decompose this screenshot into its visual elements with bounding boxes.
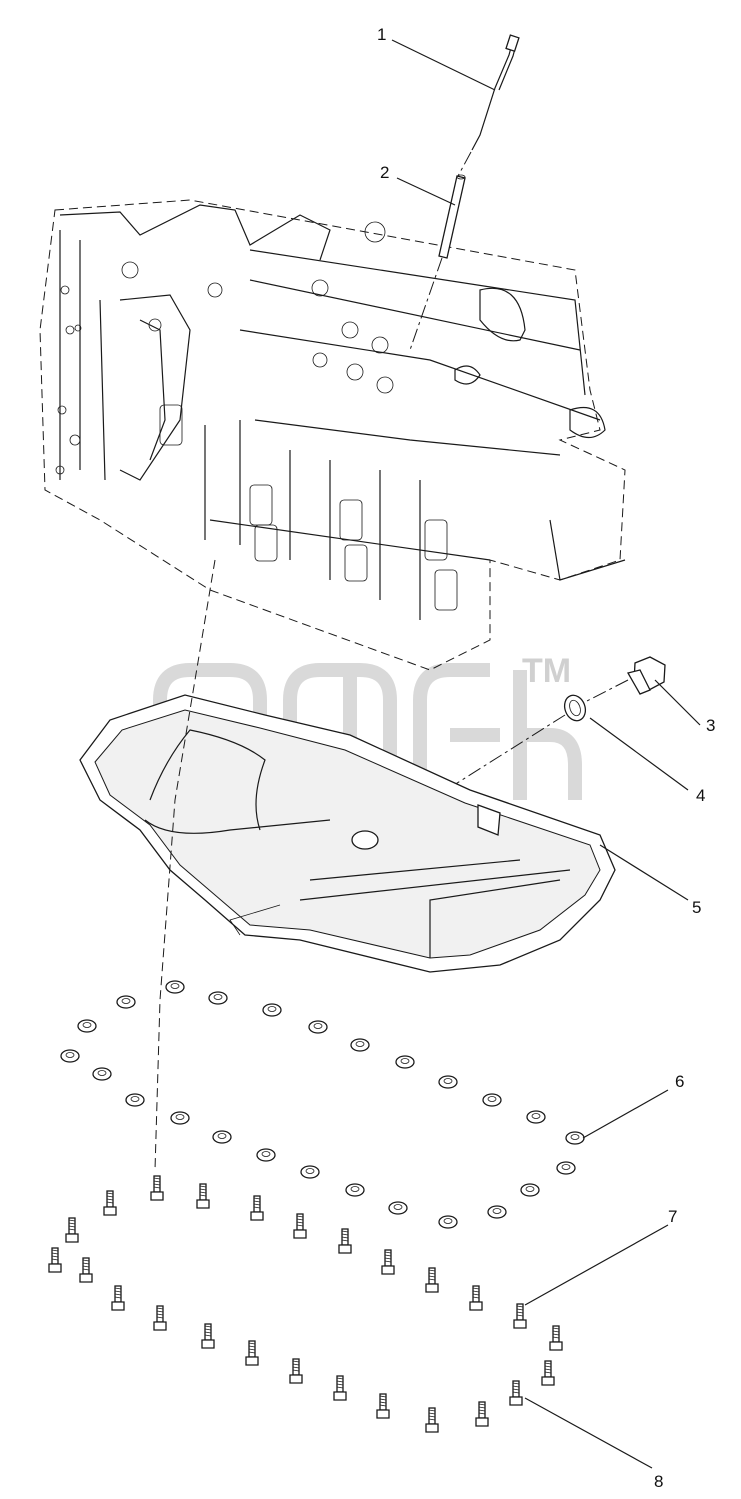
washer-icon [60,1049,80,1063]
callout-8: 8 [654,1472,663,1491]
bolt-icon [289,1358,303,1384]
washer-icon [262,1003,282,1017]
washer-icon [350,1038,370,1052]
washer-icon [438,1215,458,1229]
watermark-tm: TM [522,652,571,690]
callout-1: 1 [377,25,386,44]
washer-icon [487,1205,507,1219]
washer-icon [92,1067,112,1081]
washer-icon [170,1111,190,1125]
bolt-icon [469,1285,483,1311]
bolt-icon [549,1325,563,1351]
bolt-icon [376,1393,390,1419]
bolt-icon [150,1175,164,1201]
sealing-washer [563,694,587,722]
bolt-icon [338,1228,352,1254]
bolt-icon [541,1360,555,1386]
washer-icon [308,1020,328,1034]
washer-icon [125,1093,145,1107]
oil-pan [79,694,616,973]
washer-icon [565,1131,585,1145]
callout-3: 3 [706,716,715,735]
callout-2: 2 [380,163,389,182]
bolt-icon [153,1305,167,1331]
callout-5: 5 [692,898,701,917]
bolt-icon [201,1323,215,1349]
bolt-icon [79,1257,93,1283]
bolt-icon [381,1249,395,1275]
bolt-icon [425,1267,439,1293]
dipstick-tube [438,174,466,259]
bolt-icon [333,1375,347,1401]
callout-6: 6 [675,1072,684,1091]
washer-icon [438,1075,458,1089]
washer-icon [212,1130,232,1144]
washer-icon [556,1161,576,1175]
leader-3 [654,679,701,726]
callout-7: 7 [668,1207,677,1226]
engine-block [39,199,626,671]
washer-icon [77,1019,97,1033]
leader-5 [599,844,689,901]
washer-icon [482,1093,502,1107]
washer-icon [526,1110,546,1124]
washer-icon [395,1055,415,1069]
bolt-icon [48,1247,62,1273]
bolt-icon [196,1183,210,1209]
drain-plug [627,656,666,695]
washer-icon [116,995,136,1009]
bolt-icon [65,1217,79,1243]
alignment-line [154,559,216,1171]
washer-icon [388,1201,408,1215]
drain-centerline [369,679,629,839]
leader-4 [589,717,689,791]
dipstick [471,34,520,151]
washer-icon [208,991,228,1005]
bolt-icon [250,1195,264,1221]
leader-8 [524,1397,653,1469]
bolt-icon [103,1190,117,1216]
washer-icon [256,1148,276,1162]
bolt-icon [245,1340,259,1366]
bolt-icon [475,1401,489,1427]
washer-icon [300,1165,320,1179]
washer-icon [165,980,185,994]
leader-2 [396,177,456,206]
callout-4: 4 [696,786,705,805]
bolt-icon [509,1380,523,1406]
watermark-logo: TM [153,652,582,800]
dipstick-centerline [409,151,472,351]
washer-icon [345,1183,365,1197]
leader-7 [524,1224,669,1306]
bolt-icon [293,1213,307,1239]
washers [60,980,585,1229]
leader-6 [582,1089,669,1139]
bolt-icon [425,1407,439,1433]
leader-1 [391,39,496,91]
bolts [48,1175,563,1433]
washer-icon [520,1183,540,1197]
bolt-icon [513,1303,527,1329]
bolt-icon [111,1285,125,1311]
